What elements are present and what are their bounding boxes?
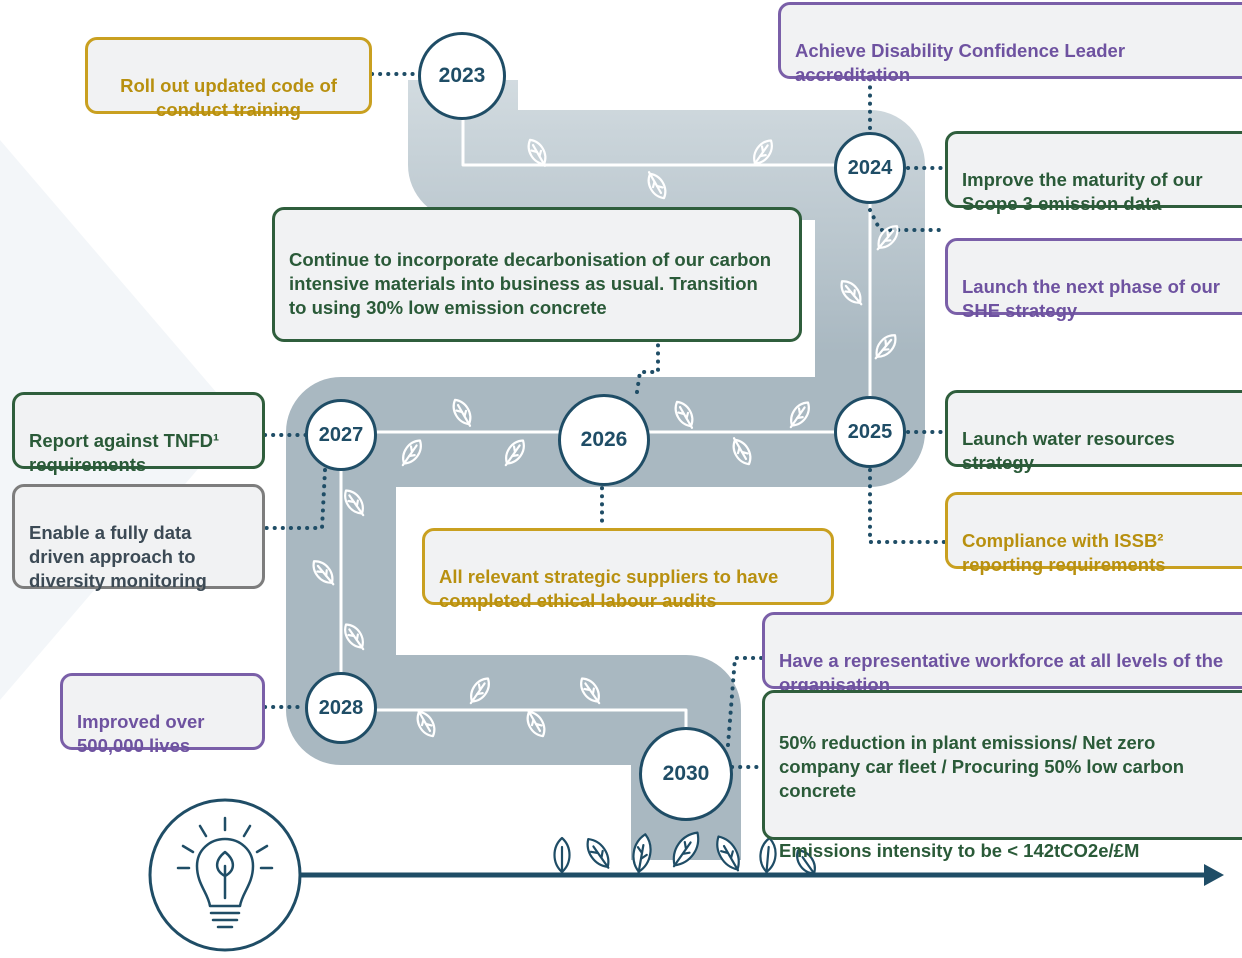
goal-text: Roll out updated code of conduct trainin… <box>120 75 337 120</box>
leaf-icon <box>312 560 335 586</box>
arrow-right-icon <box>300 864 1224 886</box>
year-label: 2027 <box>318 423 364 446</box>
goal-2030-emissions: 50% reduction in plant emissions/ Net ze… <box>762 690 1242 861</box>
goal-text: Launch water resources strategy <box>962 428 1175 473</box>
goal-2025-water-resources: Launch water resources strategy <box>945 390 1242 473</box>
goal-2023-code-of-conduct: Roll out updated code of conduct trainin… <box>85 37 372 120</box>
connector-lines <box>263 72 947 769</box>
goal-text: Launch the next phase of our SHE strateg… <box>962 276 1220 321</box>
leaf-icon <box>789 401 810 429</box>
leaf-icon <box>647 171 667 200</box>
goal-text: Continue to incorporate decarbonisation … <box>289 249 772 318</box>
leaf-icon <box>452 398 472 427</box>
goal-text: Report against TNFD¹ requirements <box>29 430 220 475</box>
leaf-icon <box>504 439 525 467</box>
year-label: 2026 <box>580 428 628 451</box>
leaf-icon <box>469 677 490 705</box>
goal-text: Improve the maturity of our Scope 3 emis… <box>962 169 1203 214</box>
goal-2026-ethical-audits: All relevant strategic suppliers to have… <box>422 528 834 611</box>
leaf-icon <box>840 280 863 306</box>
goal-2027-diversity-monitoring: Enable a fully data driven approach to d… <box>12 484 265 591</box>
goal-text: Have a representative workforce at all l… <box>779 650 1224 695</box>
year-2025-node: 2025 <box>834 396 906 468</box>
leaf-icon <box>876 225 899 251</box>
goal-2024-disability-confidence: Achieve Disability Confidence Leader acc… <box>778 2 1242 85</box>
goal-2026-decarbonisation: Continue to incorporate decarbonisation … <box>272 207 802 342</box>
leaf-icon <box>580 677 601 705</box>
goal-text: Compliance with ISSB² reporting requirem… <box>962 530 1166 575</box>
year-2027-node: 2027 <box>305 399 377 471</box>
goal-2025-issb-compliance: Compliance with ISSB² reporting requirem… <box>945 492 1242 575</box>
goal-2024-she-strategy: Launch the next phase of our SHE strateg… <box>945 238 1242 321</box>
year-2028-node: 2028 <box>305 672 377 744</box>
lightbulb-leaf-icon <box>148 798 302 952</box>
goal-text: Emissions intensity to be < 142tCO2e/£M <box>779 840 1140 861</box>
leaf-icon <box>344 623 365 651</box>
year-2026-node: 2026 <box>558 394 650 486</box>
goal-2030-representative-workforce: Have a representative workforce at all l… <box>762 612 1242 695</box>
leaf-icon <box>874 334 897 360</box>
leaf-icon <box>527 138 547 167</box>
year-2024-node: 2024 <box>834 132 906 204</box>
year-label: 2025 <box>847 420 893 443</box>
goal-2028-lives-improved: Improved over 500,000 lives <box>60 673 265 756</box>
year-label: 2023 <box>438 64 486 87</box>
year-label: 2024 <box>847 156 893 179</box>
leaf-icon <box>344 489 365 517</box>
year-2023-node: 2023 <box>418 32 506 120</box>
goal-2027-tnfd: Report against TNFD¹ requirements <box>12 392 265 475</box>
year-label: 2028 <box>318 696 364 719</box>
goal-text: 50% reduction in plant emissions/ Net ze… <box>779 732 1185 801</box>
leaf-icons <box>312 138 899 738</box>
goal-2024-scope3: Improve the maturity of our Scope 3 emis… <box>945 131 1242 214</box>
leaf-icon <box>401 439 422 467</box>
goal-text: Enable a fully data driven approach to d… <box>29 522 207 591</box>
year-2030-node: 2030 <box>639 727 733 821</box>
goal-text: Improved over 500,000 lives <box>77 711 205 756</box>
leaf-icon <box>674 400 694 429</box>
ground-leaf-icons <box>553 831 816 876</box>
goal-text: All relevant strategic suppliers to have… <box>439 566 779 611</box>
leaf-icon <box>752 139 773 167</box>
leaf-icon <box>416 709 436 738</box>
leaf-icon <box>526 709 546 738</box>
leaf-icon <box>732 437 752 466</box>
goal-text: Achieve Disability Confidence Leader acc… <box>795 40 1126 85</box>
year-label: 2030 <box>662 762 710 785</box>
